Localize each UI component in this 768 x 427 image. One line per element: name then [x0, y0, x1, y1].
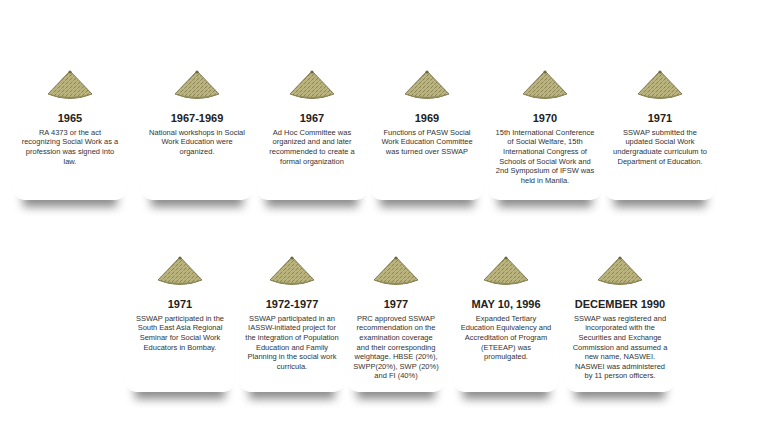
timeline-card: 1972-1977SSWAP participated in an IASSW-…	[240, 294, 344, 392]
timeline-card: DECEMBER 1990SSWAP was registered and in…	[566, 294, 674, 392]
event-description: 15th International Conference of Social …	[494, 128, 596, 186]
date-heading: 1970	[494, 112, 596, 126]
hat-icon	[598, 256, 642, 284]
date-heading: MAY 10, 1996	[459, 298, 553, 312]
hat-icon	[405, 70, 449, 98]
hat-icon	[638, 70, 682, 98]
timeline-card: 1967-1969National workshops in Social Wo…	[142, 108, 252, 200]
event-description: SSWAP was registered and incorporated wi…	[571, 314, 669, 381]
hat-icon	[484, 256, 528, 284]
hat-icon	[523, 70, 567, 98]
hat-icon	[175, 70, 219, 98]
hat-icon	[290, 70, 334, 98]
date-heading: 1971	[610, 112, 710, 126]
date-heading: 1967	[262, 112, 362, 126]
date-heading: DECEMBER 1990	[571, 298, 669, 312]
hat-icon	[48, 70, 92, 98]
timeline-card: 1965 RA 4373 or the act recognizing Socia…	[14, 108, 126, 200]
hat-icon	[374, 256, 418, 284]
timeline-card: 1967 Ad Hoc Committee was organized and a…	[257, 108, 367, 200]
event-description: RA 4373 or the act recognizing Social Wo…	[19, 128, 121, 166]
date-heading: 1965	[19, 112, 121, 126]
timeline-card: 1970 15th International Conference of Soc…	[489, 108, 601, 200]
timeline-card: MAY 10, 1996Expanded Tertiary Education …	[454, 294, 558, 392]
date-heading: 1977	[353, 298, 439, 312]
date-heading: 1967-1969	[147, 112, 247, 126]
date-heading: 1969	[376, 112, 478, 126]
date-heading: 1971	[131, 298, 229, 312]
hat-icon	[158, 256, 202, 284]
timeline-card: 1969Functions of PASW Social Work Educat…	[371, 108, 483, 200]
event-description: Functions of PASW Social Work Education …	[376, 128, 478, 157]
event-description: Expanded Tertiary Education Equivalency …	[459, 314, 553, 362]
timeline-card: 1971SSWAP submitted the updated Social W…	[605, 108, 715, 200]
date-heading: 1972-1977	[245, 298, 339, 312]
event-description: National workshops in Social Work Educat…	[147, 128, 247, 157]
event-description: Ad Hoc Committee was organized and and l…	[262, 128, 362, 166]
event-description: SSWAP submitted the updated Social Work …	[610, 128, 710, 166]
hat-icon	[270, 256, 314, 284]
timeline-card: 1971SSWAP participated in the South East…	[126, 294, 234, 392]
event-description: SSWAP participated in the South East Asi…	[131, 314, 229, 352]
event-description: PRC approved SSWAP recommendation on the…	[353, 314, 439, 381]
timeline-card: 1977PRC approved SSWAP recommendation on…	[348, 294, 444, 392]
event-description: SSWAP participated in an IASSW-initiated…	[245, 314, 339, 372]
